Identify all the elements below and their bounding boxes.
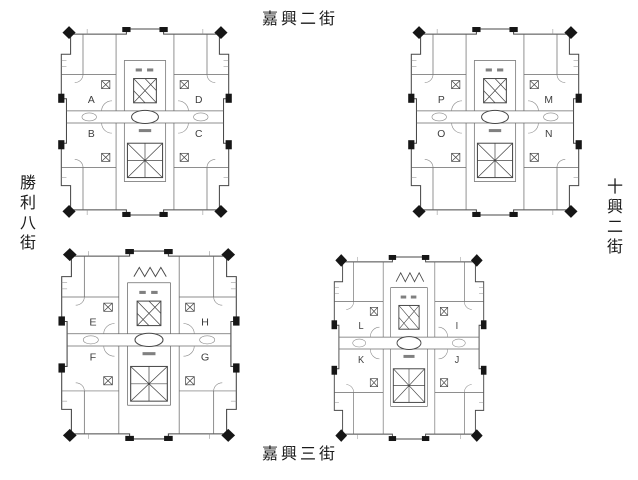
unit-label: O	[437, 129, 445, 140]
unit-label: H	[201, 318, 209, 329]
street-label-bottom: 嘉興三街	[262, 446, 339, 463]
floorplan-north-east: P M O N	[407, 26, 583, 218]
street-label-right: 十興二街	[604, 178, 621, 258]
unit-label: F	[90, 353, 97, 364]
unit-label: L	[358, 321, 363, 332]
unit-label: M	[544, 95, 553, 106]
street-label-top: 嘉興二街	[262, 11, 339, 28]
unit-label: B	[88, 129, 95, 140]
building-north-east: P M O N	[402, 26, 588, 218]
unit-label: D	[195, 95, 202, 106]
stair-zigzag-icon	[133, 266, 167, 278]
floorplan-south-west: E H F G	[57, 248, 241, 442]
street-label-left: 勝利八街	[17, 174, 34, 254]
unit-label: P	[438, 95, 445, 106]
unit-label: K	[358, 355, 365, 366]
unit-label: N	[545, 129, 552, 140]
building-north-west: A D B C	[52, 26, 238, 218]
floorplan-north-west: A D B C	[57, 26, 233, 218]
unit-label: E	[89, 318, 96, 329]
unit-label: G	[201, 353, 209, 364]
unit-label: I	[456, 321, 459, 332]
stair-zigzag-icon	[395, 271, 425, 283]
unit-label: J	[455, 355, 460, 366]
building-south-west: E H F G	[52, 248, 246, 442]
building-south-east: L I K J	[326, 254, 492, 442]
unit-label: C	[195, 129, 202, 140]
floorplan-south-east: L I K J	[331, 254, 487, 442]
unit-label: A	[88, 95, 95, 106]
